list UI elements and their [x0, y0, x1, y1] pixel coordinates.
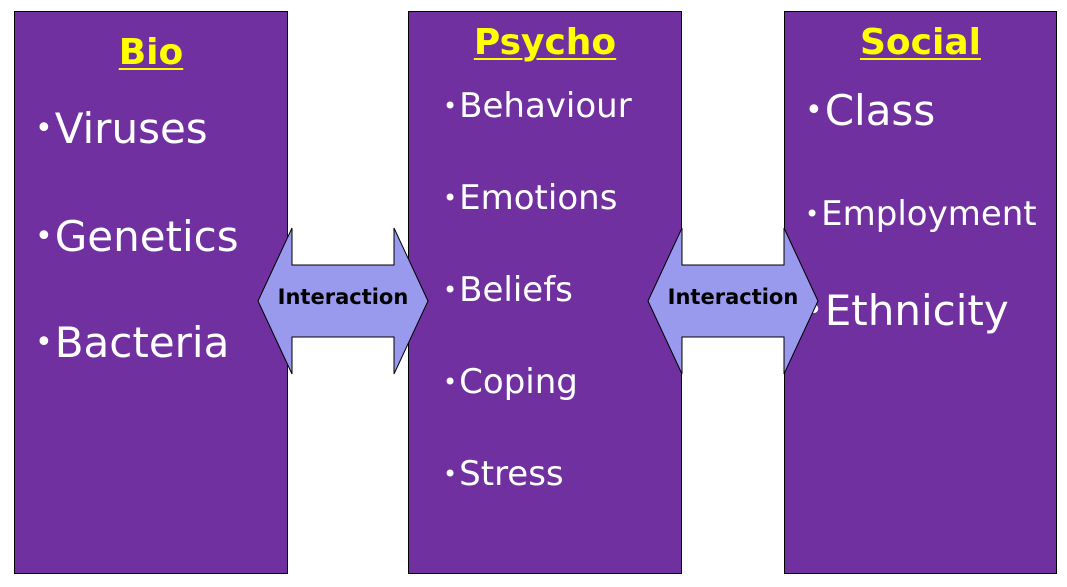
bullet: •: [443, 276, 458, 304]
bio-item-bacteria: •Bacteria: [35, 320, 229, 366]
bullet: •: [805, 93, 823, 128]
double-arrow-icon: [257, 227, 429, 375]
psycho-box: Psycho •Behaviour •Emotions •Beliefs •Co…: [408, 11, 682, 574]
social-item-class: •Class: [805, 88, 935, 134]
social-item-label: Class: [824, 86, 936, 135]
psycho-item-emotions: •Emotions: [443, 179, 617, 217]
social-heading: Social: [860, 22, 981, 63]
bullet: •: [443, 460, 458, 488]
psycho-item-coping: •Coping: [443, 363, 578, 401]
interaction-arrow-psycho-social: [647, 227, 819, 375]
bullet: •: [805, 200, 820, 228]
bullet: •: [35, 111, 53, 146]
bio-item-label: Bacteria: [54, 318, 230, 367]
bullet: •: [443, 368, 458, 396]
social-item-label: Ethnicity: [824, 286, 1009, 335]
interaction-arrow-bio-psycho: [257, 227, 429, 375]
psycho-item-behaviour: •Behaviour: [443, 87, 632, 125]
social-box: Social •Class •Employment •Ethnicity: [784, 11, 1057, 574]
psycho-item-label: Coping: [459, 362, 578, 402]
psycho-item-stress: •Stress: [443, 455, 564, 493]
psycho-item-label: Behaviour: [459, 86, 632, 126]
bullet: •: [443, 184, 458, 212]
bio-item-label: Genetics: [54, 212, 239, 261]
social-item-employment: •Employment: [805, 195, 1037, 233]
psycho-item-beliefs: •Beliefs: [443, 271, 573, 309]
bio-heading: Bio: [118, 32, 184, 73]
interaction-label: Interaction: [667, 285, 799, 309]
bio-item-genetics: •Genetics: [35, 214, 239, 260]
psycho-item-label: Stress: [459, 454, 564, 494]
social-item-ethnicity: •Ethnicity: [805, 288, 1009, 334]
interaction-label: Interaction: [277, 285, 409, 309]
psycho-item-label: Emotions: [459, 178, 618, 218]
bio-item-viruses: •Viruses: [35, 106, 208, 152]
bullet: •: [35, 219, 53, 254]
double-arrow-icon: [647, 227, 819, 375]
bio-box: Bio •Viruses •Genetics •Bacteria: [14, 11, 288, 574]
bullet: •: [35, 325, 53, 360]
psycho-item-label: Beliefs: [459, 270, 573, 310]
psycho-heading: Psycho: [473, 22, 617, 63]
social-item-label: Employment: [821, 194, 1037, 234]
bullet: •: [443, 92, 458, 120]
bio-item-label: Viruses: [54, 104, 208, 153]
